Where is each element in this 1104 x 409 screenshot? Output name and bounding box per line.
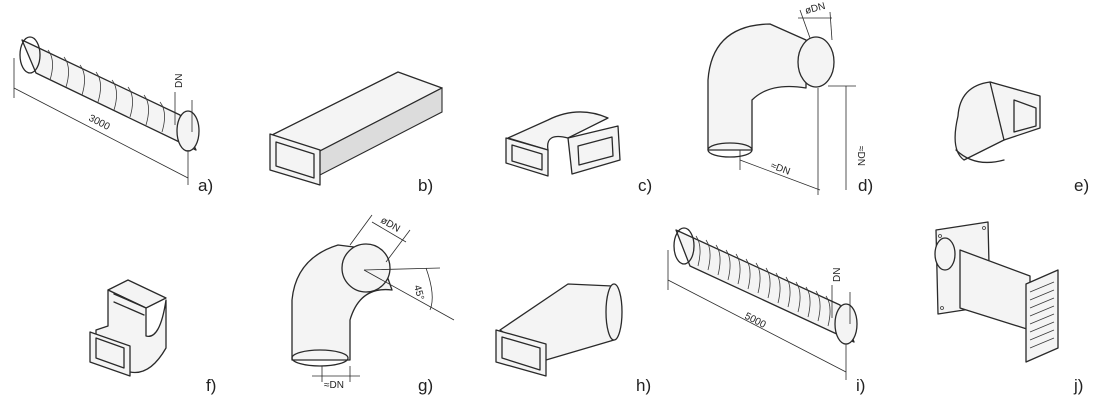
part-i-label: i) bbox=[856, 376, 865, 395]
part-a-flexible-duct: 3000 DN a) bbox=[13, 36, 213, 195]
part-g-diameter-dim: øDN bbox=[379, 215, 402, 235]
part-g-label: g) bbox=[418, 376, 433, 395]
part-c-label: c) bbox=[638, 176, 652, 195]
part-b-rectangular-channel: b) bbox=[269, 71, 443, 195]
part-e-label: e) bbox=[1074, 176, 1089, 195]
part-d-label: d) bbox=[858, 176, 873, 195]
part-g-round-elbow-45: øDN 45° ≈DN g) bbox=[291, 214, 455, 395]
part-h-label: h) bbox=[636, 376, 651, 395]
part-i-diameter-dim: DN bbox=[832, 268, 843, 282]
part-a-diameter-dim: DN bbox=[174, 74, 185, 88]
part-a-label: a) bbox=[198, 176, 213, 195]
part-a-length-dim: 3000 bbox=[87, 113, 112, 133]
part-e-rect-elbow: e) bbox=[954, 81, 1089, 195]
part-f-rect-vertical-elbow: f) bbox=[89, 279, 216, 395]
part-f-label: f) bbox=[206, 376, 216, 395]
part-g-width-dim: ≈DN bbox=[324, 380, 344, 391]
part-c-rectangular-elbow: c) bbox=[505, 111, 652, 195]
part-d-diameter-dim: øDN bbox=[804, 1, 827, 17]
part-i-length-dim: 5000 bbox=[743, 311, 768, 331]
part-j-label: j) bbox=[1073, 376, 1083, 395]
part-b-label: b) bbox=[418, 176, 433, 195]
part-h-transition: h) bbox=[495, 283, 651, 395]
part-d-round-elbow: øDN ≈DN ≈DN d) bbox=[707, 1, 873, 195]
part-d-height-dim: ≈DN bbox=[855, 146, 866, 166]
part-i-flexible-duct: 5000 DN i) bbox=[667, 227, 865, 395]
part-j-wall-outlet: j) bbox=[934, 221, 1083, 395]
part-g-angle-dim: 45° bbox=[411, 284, 426, 301]
